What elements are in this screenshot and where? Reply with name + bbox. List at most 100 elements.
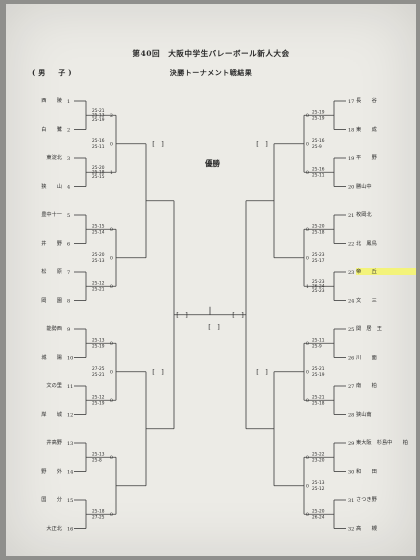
right-team-19: 平 野	[356, 155, 377, 161]
right-seed-31: 31	[348, 498, 354, 504]
left-seed-16: 16	[67, 527, 73, 533]
left-team-15: 国 分	[41, 497, 62, 503]
winner-label: 優勝	[205, 159, 220, 168]
right-team-26: 川 面	[356, 354, 377, 361]
left-seed-9: 9	[67, 327, 70, 333]
left-sets-2: 0	[110, 142, 113, 148]
left-team-7: 松 原	[41, 269, 62, 275]
right-seed-17: 17	[348, 99, 354, 105]
sheet-subtitle: 決勝トーナメント戦結果	[169, 68, 253, 77]
left-seed-13: 13	[67, 441, 73, 447]
left-team-10: 城 陽	[41, 354, 62, 361]
left-qf-box-1: [ ]	[152, 140, 164, 148]
right-team-29: 東大阪 杉島中 柏	[356, 440, 408, 446]
final-box: [ ]	[208, 323, 220, 331]
left-seed-7: 7	[67, 270, 70, 276]
right-seed-26: 26	[348, 356, 354, 362]
left-team-2: 白 鷺	[41, 126, 62, 133]
right-seed-30: 30	[348, 470, 354, 476]
right-seed-29: 29	[348, 441, 354, 447]
right-team-23: 帝 丘	[356, 268, 416, 275]
left-team-5: 豊中十一	[41, 212, 62, 218]
left-seed-12: 12	[67, 413, 73, 419]
left-sets-5: 0	[110, 256, 113, 262]
right-seed-27: 27	[348, 384, 354, 390]
left-team-16: 大正北	[46, 525, 62, 532]
left-sets-3: 1	[110, 170, 113, 176]
right-sets-11: 0	[306, 484, 309, 490]
left-team-4: 狭 山	[41, 183, 62, 190]
right-seed-21: 21	[348, 213, 354, 219]
right-sets-8: 0	[306, 370, 309, 376]
right-team-28: 狭山南	[356, 411, 372, 418]
bracket-lines: 1234567891011121314151617181920212223242…	[67, 99, 354, 533]
left-seed-5: 5	[67, 213, 70, 219]
left-seed-2: 2	[67, 128, 70, 134]
right-team-21: 枚岡北	[356, 212, 372, 218]
left-team-11: 文の里	[46, 383, 62, 389]
left-sets-8: 0	[110, 370, 113, 376]
right-sets-2: 0	[306, 142, 309, 148]
left-sets-11: 0	[110, 512, 113, 518]
left-seed-15: 15	[67, 498, 73, 504]
right-seed-24: 24	[348, 299, 354, 305]
right-seed-28: 28	[348, 413, 354, 419]
right-team-20: 勝山中	[356, 183, 372, 190]
left-sets-9: 0	[110, 398, 113, 404]
right-seed-19: 19	[348, 156, 354, 162]
left-seed-11: 11	[67, 384, 73, 390]
right-sf-box: [ ]	[232, 311, 244, 319]
left-sets-1: 2	[110, 113, 113, 119]
right-seed-18: 18	[348, 128, 354, 134]
left-qf-box-2: [ ]	[152, 368, 164, 376]
left-team-9: 能勢西	[46, 326, 62, 332]
left-seed-1: 1	[67, 99, 70, 105]
left-seed-8: 8	[67, 299, 70, 305]
left-team-13: 井高野	[46, 440, 62, 446]
division-label: (男 子)	[32, 68, 75, 77]
right-team-27: 南 柏	[356, 383, 377, 389]
right-team-31: さつき野	[356, 497, 377, 503]
left-team-6: 井 野	[41, 240, 62, 247]
left-team-1: 西 陵	[41, 98, 62, 104]
left-sets-4: 0	[110, 227, 113, 233]
left-seed-3: 3	[67, 156, 70, 162]
right-seed-25: 25	[348, 327, 354, 333]
left-sf-box: [ ]	[176, 311, 188, 319]
right-team-30: 和 田	[356, 468, 377, 475]
left-seed-10: 10	[67, 356, 73, 362]
right-sets-9: 0	[306, 398, 309, 404]
right-sets-7: 0	[306, 341, 309, 347]
right-sets-5: 0	[306, 256, 309, 262]
right-sets-4: 0	[306, 227, 309, 233]
left-team-3: 東淀北	[46, 155, 62, 161]
left-seed-14: 14	[67, 470, 73, 476]
right-team-22: 北 鳳鳥	[356, 240, 377, 247]
right-sets-1: 0	[306, 113, 309, 119]
right-team-18: 東 成	[356, 126, 377, 133]
left-team-12: 岸 城	[41, 411, 62, 418]
right-seed-23: 23	[348, 270, 354, 276]
right-sets-3: 0	[306, 170, 309, 176]
left-team-14: 野 外	[41, 468, 62, 475]
